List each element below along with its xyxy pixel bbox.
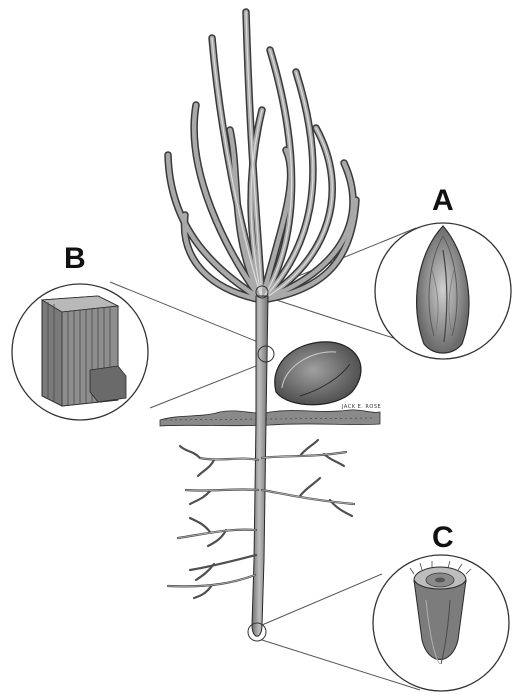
stem-tissue-block-drawing <box>42 296 126 406</box>
callout-label-c: C <box>432 523 454 553</box>
needle-cluster <box>168 12 356 300</box>
seed-coat <box>275 342 361 405</box>
artist-signature: JACK E. ROSE <box>342 404 381 410</box>
callout-c <box>373 555 509 691</box>
callout-label-a: A <box>432 186 454 216</box>
soil-line <box>160 410 380 426</box>
callout-label-b: B <box>64 244 86 274</box>
callout-a <box>375 223 511 359</box>
leader-line-b-lower <box>150 362 266 408</box>
callout-b <box>12 284 148 420</box>
leader-line-c-upper <box>262 574 382 625</box>
stem-and-taproot <box>252 296 268 636</box>
